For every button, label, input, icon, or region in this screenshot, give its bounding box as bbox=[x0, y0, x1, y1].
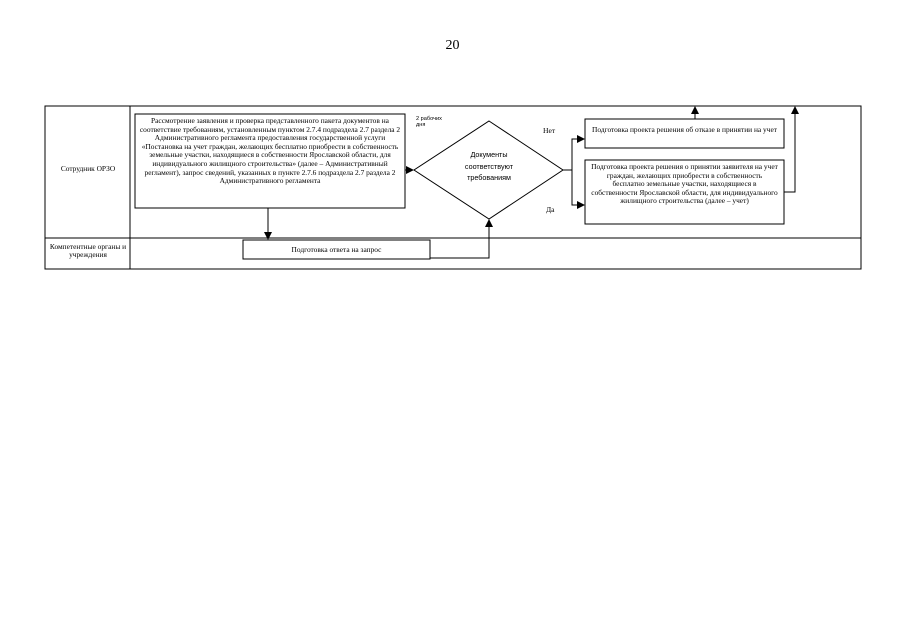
arrow-yes-to-acceptance bbox=[571, 170, 585, 209]
lane-label-orzo: Сотрудник ОРЗО bbox=[60, 164, 116, 173]
refusal-box bbox=[584, 118, 785, 149]
arrow-acceptance-out bbox=[784, 106, 799, 193]
acceptance-box-text: Подготовка проекта решения о принятии за… bbox=[591, 162, 778, 206]
review-box-text: Рассмотрение заявления и проверка предст… bbox=[139, 116, 401, 186]
response-box-text: Подготовка ответа на запрос bbox=[291, 245, 382, 254]
arrow-no-to-refusal bbox=[571, 135, 585, 170]
timing-label: 2 рабочих дня bbox=[416, 116, 442, 128]
decision-no-label: Нет bbox=[543, 126, 556, 135]
review-box bbox=[134, 113, 406, 209]
arrow-response-to-decision bbox=[430, 219, 493, 259]
refusal-box-text: Подготовка проекта решения об отказе в п… bbox=[592, 125, 777, 134]
response-box bbox=[242, 239, 431, 260]
lane-label-agencies: Компетентные органы и учреждения bbox=[49, 242, 127, 260]
lane-table bbox=[44, 105, 862, 270]
decision-yes-label: Да bbox=[546, 205, 555, 214]
page-number: 20 bbox=[445, 38, 460, 53]
acceptance-box bbox=[584, 159, 785, 225]
decision-label: Документы соответствуют требованиям bbox=[464, 150, 514, 182]
